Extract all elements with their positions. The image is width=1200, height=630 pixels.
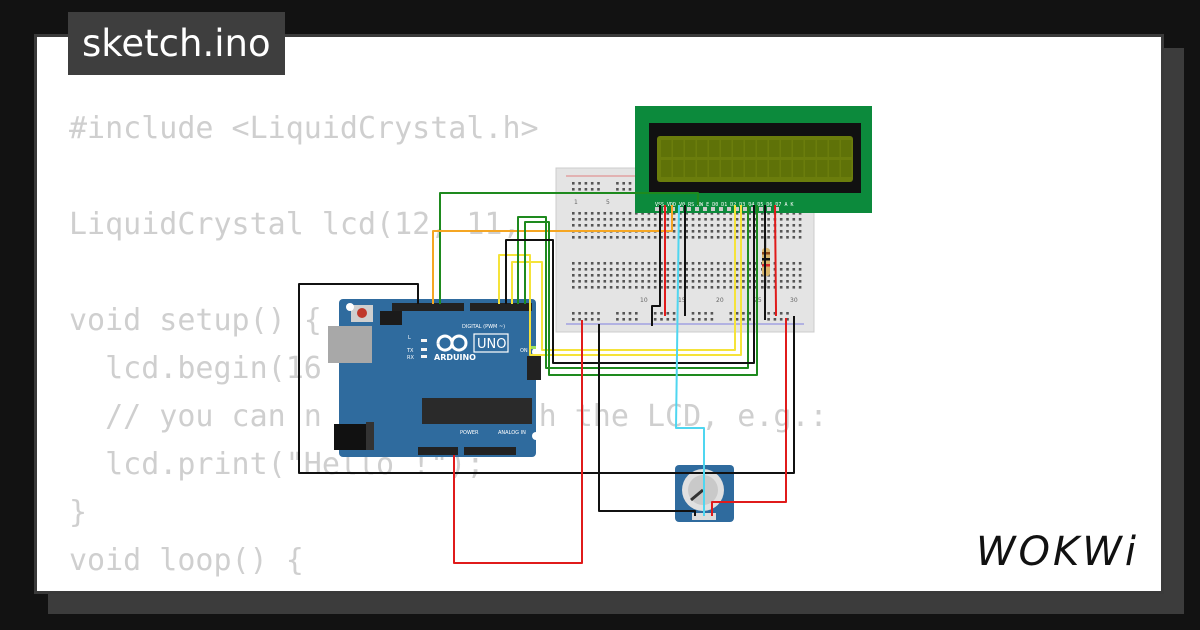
wire-red (453, 320, 583, 564)
code-line: void setup() { (69, 303, 322, 338)
arduino-l-label: L (408, 335, 411, 341)
wire-green (524, 205, 758, 376)
code-line: lcd.print("Hello !"); (69, 447, 485, 482)
wire-orange (432, 205, 673, 304)
lcd-1602: VSS VDD V0 RS RW E D0 D1 D2 D3 D4 D5 D6 … (635, 106, 872, 213)
arduino-digital-label: DIGITAL (PWM ~) (462, 324, 505, 330)
code-line: lcd.begin(16 (69, 351, 322, 386)
arduino-model-label: UNO (477, 337, 506, 352)
code-line: #include <LiquidCrystal.h> (69, 111, 539, 146)
arduino-uno: ARDUINO UNO DIGITAL (PWM ~) ON L TX RX P… (328, 299, 541, 457)
lcd-pin-labels: VSS VDD V0 RS RW E D0 D1 D2 D3 D4 D5 D6 … (655, 202, 793, 208)
wires (298, 192, 795, 564)
wire-yellow (498, 205, 742, 356)
arduino-brand-label: ARDUINO (434, 353, 476, 362)
wire-black (651, 205, 661, 326)
wire-yellow (511, 205, 736, 351)
breadboard-col-number: 20 (716, 297, 724, 304)
breadboard-col-number: 15 (678, 297, 686, 304)
code-line: } (69, 495, 88, 530)
breadboard-col-number: 5 (606, 199, 610, 206)
file-tab-title: sketch.ino (68, 12, 285, 75)
breadboard-col-number: 10 (640, 297, 648, 304)
code-background: #include <LiquidCrystal.h> LiquidCrystal … (69, 105, 1026, 591)
wire-red (711, 318, 787, 516)
wire-cyan (675, 204, 705, 516)
code-line: void loop() { (69, 543, 304, 578)
arduino-tx-label: TX (406, 348, 414, 354)
wire-green (517, 205, 749, 369)
wire-black (298, 283, 795, 474)
wire-black (598, 324, 696, 516)
code-line: LiquidCrystal lcd(12, 11, (69, 207, 521, 242)
arduino-rx-label: RX (407, 355, 414, 361)
arduino-power-label: POWER (460, 430, 479, 436)
breadboard-col-number: 30 (790, 297, 798, 304)
wokwi-logo: WOKWi (976, 529, 1139, 575)
arduino-on-label: ON (520, 348, 528, 354)
breadboard-col-number: 1 (574, 199, 578, 206)
wire-green (439, 192, 699, 304)
wire-red (774, 204, 777, 316)
arduino-analog-label: ANALOG IN (498, 430, 526, 436)
wire-black (505, 205, 755, 364)
